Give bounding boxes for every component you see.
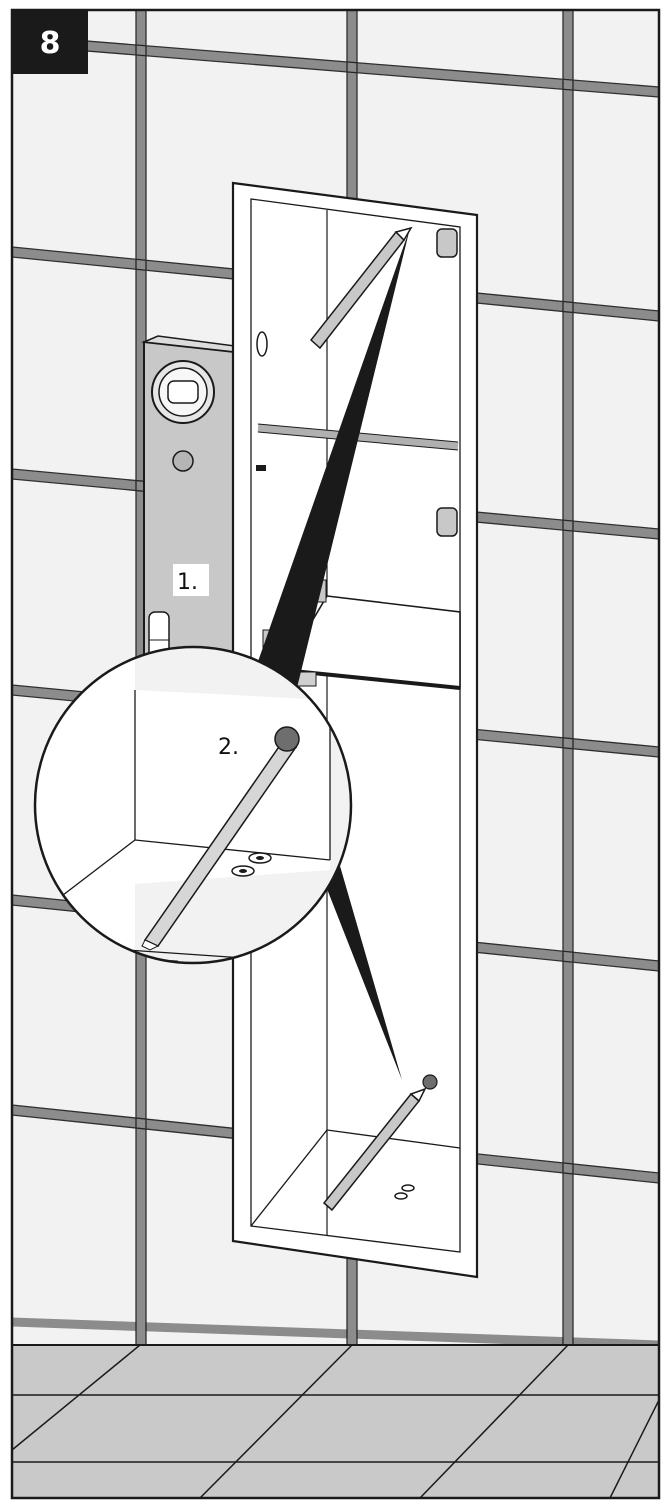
magnifier-callout-icon (33, 645, 353, 965)
label-level-text: 1. (177, 570, 198, 595)
pencil-icon (322, 1074, 438, 1212)
figure-frame (10, 8, 661, 1500)
wall-niche-icon (231, 181, 479, 1279)
step-badge: 8 (12, 10, 88, 74)
label-level: 1. (174, 565, 208, 595)
label-detail: 2. (215, 731, 251, 761)
label-detail-text: 2. (218, 735, 239, 760)
floor-tiles (12, 1344, 659, 1498)
step-number: 8 (40, 26, 61, 61)
pencil-icon (309, 226, 413, 350)
